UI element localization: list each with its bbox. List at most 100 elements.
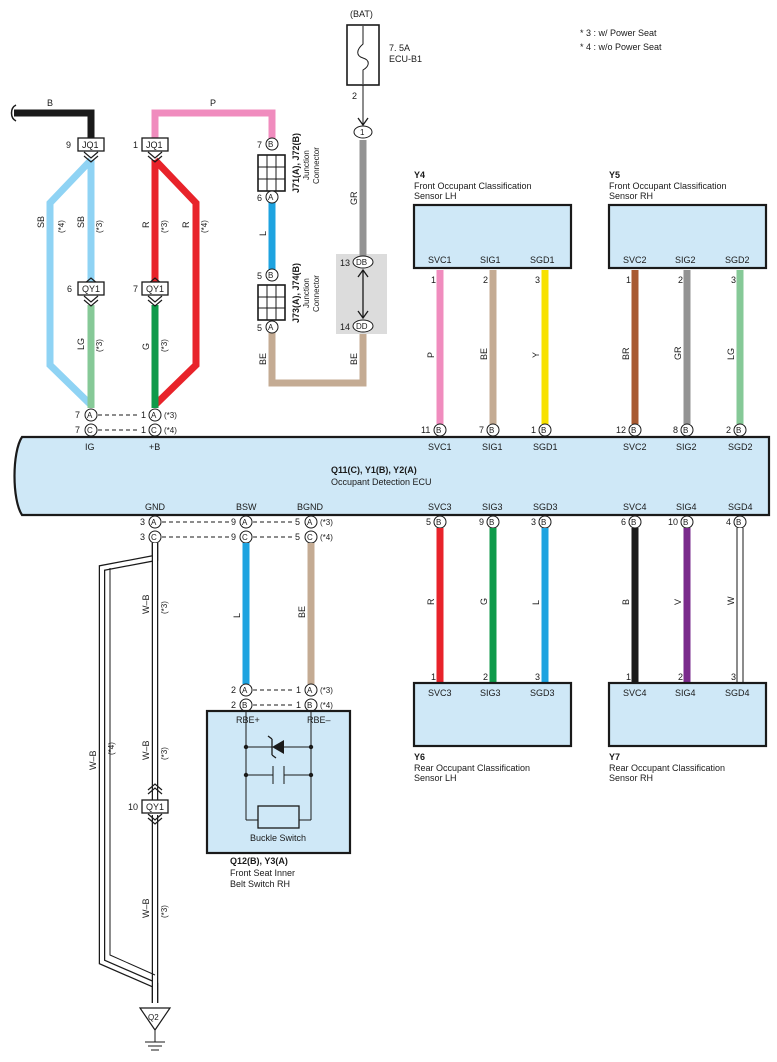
svg-text:B: B [489, 426, 494, 435]
ecu-label-sig2: SIG2 [676, 442, 697, 452]
fuse-rating: 7. 5A [389, 43, 410, 53]
fuse-pin: 2 [352, 91, 357, 101]
sensor-y4-pin-svc1: SVC1 [428, 255, 452, 265]
wire-b-top [14, 109, 95, 138]
svg-text:14: 14 [340, 322, 350, 332]
fuse-name: ECU-B1 [389, 54, 422, 64]
ecu-label-sgd4: SGD4 [728, 502, 753, 512]
connector-qy1-bottom: QY1 10 [128, 783, 169, 825]
svg-text:A: A [242, 686, 248, 695]
wire-bgnd-label: BE [297, 606, 307, 618]
sensor-y5-name2: Sensor RH [609, 191, 653, 201]
buckle-switch-label: Buckle Switch [250, 833, 306, 843]
junction-connector-1: B 7 A 6 J71(A), J72(B) Junction Connecto… [257, 133, 321, 204]
wire-p-top [151, 109, 276, 140]
svg-text:(*3): (*3) [164, 411, 177, 420]
wire-y6-2-label: G [479, 598, 489, 605]
svg-text:C: C [151, 426, 157, 435]
svg-text:DD: DD [356, 322, 368, 331]
pin-db: DB 13 [340, 255, 374, 269]
wire-wb-2-note: (*4) [107, 742, 116, 755]
svg-text:QY1: QY1 [146, 284, 164, 294]
svg-text:6: 6 [257, 193, 262, 203]
ecu-box [13, 435, 771, 517]
svg-text:12: 12 [616, 425, 626, 435]
svg-text:10: 10 [128, 802, 138, 812]
buckle-code: Q12(B), Y3(A) [230, 856, 288, 866]
sensor-y7-name2: Sensor RH [609, 773, 653, 783]
ecu-label-b: +B [149, 442, 160, 452]
wire-y5-2-label: GR [673, 346, 683, 360]
connector-jq1-left: JQ1 9 [66, 137, 105, 163]
svg-text:Q2: Q2 [148, 1013, 159, 1022]
ecu-label-sig1: SIG1 [482, 442, 503, 452]
svg-text:B: B [268, 140, 273, 149]
svg-text:5: 5 [257, 271, 262, 281]
junction-2-label2: Connector [312, 275, 321, 312]
wire-sb-a-note: (*4) [57, 220, 66, 233]
wire-y4-2-label: BE [479, 348, 489, 360]
svg-text:A: A [268, 193, 274, 202]
sensor-y4-code: Y4 [414, 170, 425, 180]
sensor-y4-box [412, 203, 573, 270]
connector-qy1-left: QY1 6 [67, 277, 105, 307]
sensor-y5-pin-svc2: SVC2 [623, 255, 647, 265]
wire-p-top-label: P [210, 98, 216, 108]
svg-text:1: 1 [360, 128, 365, 137]
wire-y7-3-label: W [726, 596, 736, 605]
zener-diode-icon [267, 735, 284, 759]
ecu-pin-ig-a: 7 A [75, 408, 98, 422]
wire-sb-a-label: SB [36, 216, 46, 228]
wire-lg-note: (*3) [95, 339, 104, 352]
wire-y4-1-label: P [426, 352, 436, 358]
ecu-label-sig3: SIG3 [482, 502, 503, 512]
svg-text:3: 3 [140, 517, 145, 527]
svg-text:4: 4 [726, 517, 731, 527]
svg-text:2: 2 [231, 700, 236, 710]
svg-text:9: 9 [231, 532, 236, 542]
fuse-element [357, 26, 369, 84]
svg-text:B: B [436, 426, 441, 435]
svg-text:JQ1: JQ1 [82, 140, 99, 150]
svg-text:1: 1 [531, 425, 536, 435]
svg-text:(*3): (*3) [320, 518, 333, 527]
note-no-power-seat: * 4 : w/o Power Seat [580, 42, 662, 52]
sensor-y7-pin-num-3: 3 [731, 672, 736, 682]
wire-wb-3-label: W–B [141, 740, 151, 760]
sensor-y4-pin-num-2: 2 [483, 275, 488, 285]
svg-text:B: B [541, 426, 546, 435]
junction-1-label: Junction [302, 150, 311, 180]
svg-text:1: 1 [296, 685, 301, 695]
ecu-pin-b-c: 1 C (*4) [141, 423, 177, 437]
wire-y6-1-label: R [426, 598, 436, 605]
sensor-y6-pin-svc3: SVC3 [428, 688, 452, 698]
sensor-y5-pin-num-3: 3 [731, 275, 736, 285]
wire-g-note: (*3) [160, 339, 169, 352]
wire-bsw-label: L [232, 613, 242, 618]
svg-text:A: A [151, 518, 157, 527]
wire-be-junction2-label: BE [349, 353, 359, 365]
sensor-y6-code: Y6 [414, 752, 425, 762]
buckle-junction-dot [308, 772, 314, 778]
svg-text:1: 1 [141, 410, 146, 420]
svg-text:B: B [242, 701, 247, 710]
svg-text:B: B [631, 518, 636, 527]
sensor-y6-pin-sgd3: SGD3 [530, 688, 555, 698]
wire-g-label: G [141, 343, 151, 350]
svg-text:3: 3 [531, 517, 536, 527]
svg-text:(*4): (*4) [320, 701, 333, 710]
sensor-y7-pin-num-2: 2 [678, 672, 683, 682]
svg-text:5: 5 [426, 517, 431, 527]
svg-text:7: 7 [479, 425, 484, 435]
